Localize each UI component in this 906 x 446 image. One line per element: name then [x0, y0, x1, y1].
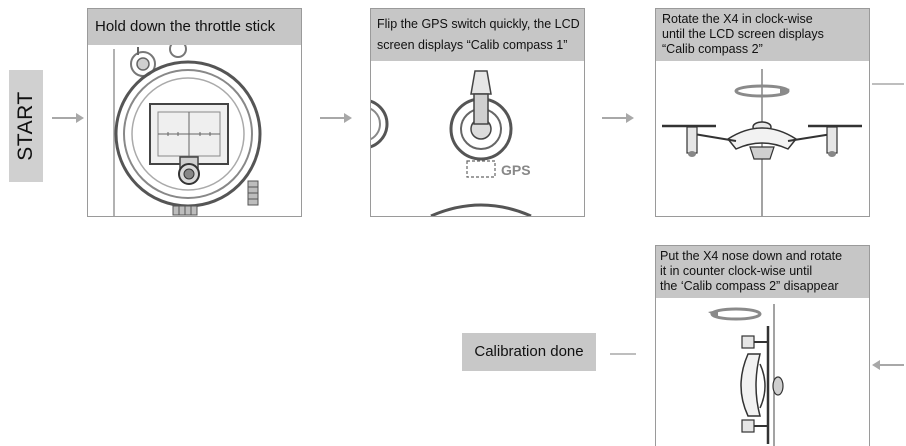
arrow-right-icon [602, 113, 634, 123]
rotate-clockwise-icon [734, 84, 790, 98]
drone-nose-down-rotate-illustration [708, 304, 784, 446]
arrow-right-icon [320, 113, 352, 123]
step-3-caption-line-3: “Calib compass 2” [662, 42, 763, 56]
step-1-panel: Hold down the throttle stick [87, 8, 302, 217]
drone-rotate-clockwise-illustration [662, 69, 862, 216]
transmitter-illustration [113, 40, 262, 216]
arrow-left-icon [872, 360, 904, 370]
gps-switch-label: GPS [501, 162, 531, 178]
gps-switch-illustration: GPS [371, 70, 532, 216]
calibration-done-text: Calibration done [474, 343, 584, 360]
step-4-panel: Put the X4 nose down and rotate it in co… [655, 245, 870, 446]
calibration-done-label: Calibration done [462, 333, 596, 371]
step-2-caption-line-2: screen displays “Calib compass 1” [377, 38, 568, 52]
step-4-caption: Put the X4 nose down and rotate it in co… [656, 246, 869, 298]
step-2-caption: Flip the GPS switch quickly, the LCD scr… [371, 9, 584, 61]
step-3-caption-line-2: until the LCD screen displays [662, 27, 824, 41]
step-2-caption-line-1: Flip the GPS switch quickly, the LCD [377, 17, 580, 31]
start-label: START [14, 91, 37, 161]
step-3-caption: Rotate the X4 in clock-wise until the LC… [656, 9, 869, 61]
flow-line-right [872, 83, 904, 85]
flow-line-done [610, 353, 636, 355]
step-4-caption-line-1: Put the X4 nose down and rotate [660, 249, 843, 263]
start-label-box: START [9, 70, 43, 182]
step-3-caption-line-1: Rotate the X4 in clock-wise [662, 12, 813, 26]
step-4-caption-line-2: it in counter clock-wise until [660, 264, 813, 278]
step-3-panel: Rotate the X4 in clock-wise until the LC… [655, 8, 870, 217]
step-1-caption-text: Hold down the throttle stick [95, 18, 276, 35]
arrow-right-icon [52, 113, 84, 123]
step-2-panel: GPS Flip the GPS switch quickly, the LCD… [370, 8, 585, 217]
step-4-caption-line-3: the ‘Calib compass 2” disappear [660, 279, 839, 293]
step-1-caption: Hold down the throttle stick [88, 9, 301, 45]
rotate-counterclockwise-icon [708, 307, 762, 321]
